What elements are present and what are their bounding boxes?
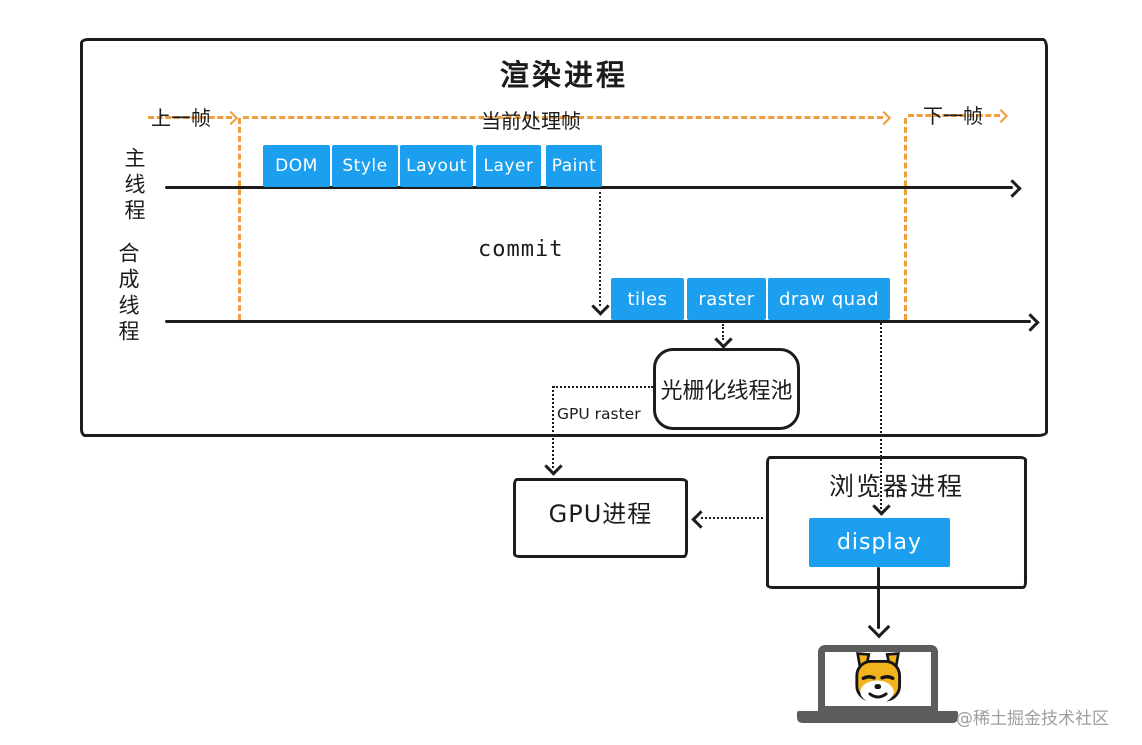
composite-thread-label: 合成线程 bbox=[116, 242, 140, 346]
gpu-raster-label: GPU raster bbox=[557, 405, 641, 423]
browser-to-gpu-arrowhead bbox=[691, 510, 710, 529]
raster-pool-box: 光栅化线程池 bbox=[653, 348, 800, 430]
browser-to-gpu-dotted-line bbox=[701, 517, 763, 519]
display-to-screen-arrowhead bbox=[867, 615, 891, 639]
frame-boundary-line-left bbox=[238, 118, 241, 320]
main-thread-label: 主线程 bbox=[122, 147, 146, 225]
raster-pool-label: 光栅化线程池 bbox=[660, 379, 793, 404]
composite-thread-line bbox=[165, 320, 1031, 323]
current-frame-dashed-line bbox=[243, 116, 883, 119]
main-thread-line bbox=[165, 186, 1013, 189]
stage-layer: Layer bbox=[476, 145, 541, 187]
watermark: @稀土掘金技术社区 bbox=[956, 709, 1109, 729]
drawquad-to-display-dotted-line bbox=[880, 323, 882, 509]
stage-paint: Paint bbox=[546, 145, 602, 187]
display-to-screen-line bbox=[877, 567, 880, 629]
gpu-raster-arrowhead bbox=[544, 457, 563, 476]
diagram-title: 渲染进程 bbox=[499, 58, 628, 92]
laptop-base bbox=[797, 711, 958, 723]
gpu-raster-dotted-line-v bbox=[552, 386, 554, 468]
stage-dom: DOM bbox=[263, 145, 330, 187]
commit-label: commit bbox=[478, 237, 564, 262]
prev-frame-dashed-line bbox=[148, 116, 232, 119]
next-frame-label: 下一帧 bbox=[923, 104, 983, 128]
stage-style: Style bbox=[332, 145, 398, 187]
commit-dotted-line bbox=[599, 192, 601, 306]
current-frame-label: 当前处理帧 bbox=[481, 109, 581, 133]
render-process-container bbox=[80, 38, 1048, 437]
shiba-face-icon bbox=[855, 652, 902, 704]
stage-raster: raster bbox=[687, 278, 766, 320]
gpu-process-label: GPU进程 bbox=[548, 500, 653, 528]
browser-process-label: 浏览器进程 bbox=[828, 472, 964, 501]
raster-to-pool-dotted-line bbox=[722, 324, 724, 340]
gpu-raster-dotted-line-h bbox=[553, 386, 653, 388]
display-box: display bbox=[809, 518, 950, 567]
prev-frame-label: 上一帧 bbox=[151, 106, 211, 130]
next-frame-dashed-line bbox=[908, 114, 1000, 117]
stage-tiles: tiles bbox=[611, 278, 684, 320]
frame-boundary-line-right bbox=[904, 118, 907, 320]
stage-layout: Layout bbox=[400, 145, 473, 187]
stage-draw-quad: draw quad bbox=[768, 278, 890, 320]
gpu-process-box: GPU进程 bbox=[513, 478, 688, 558]
